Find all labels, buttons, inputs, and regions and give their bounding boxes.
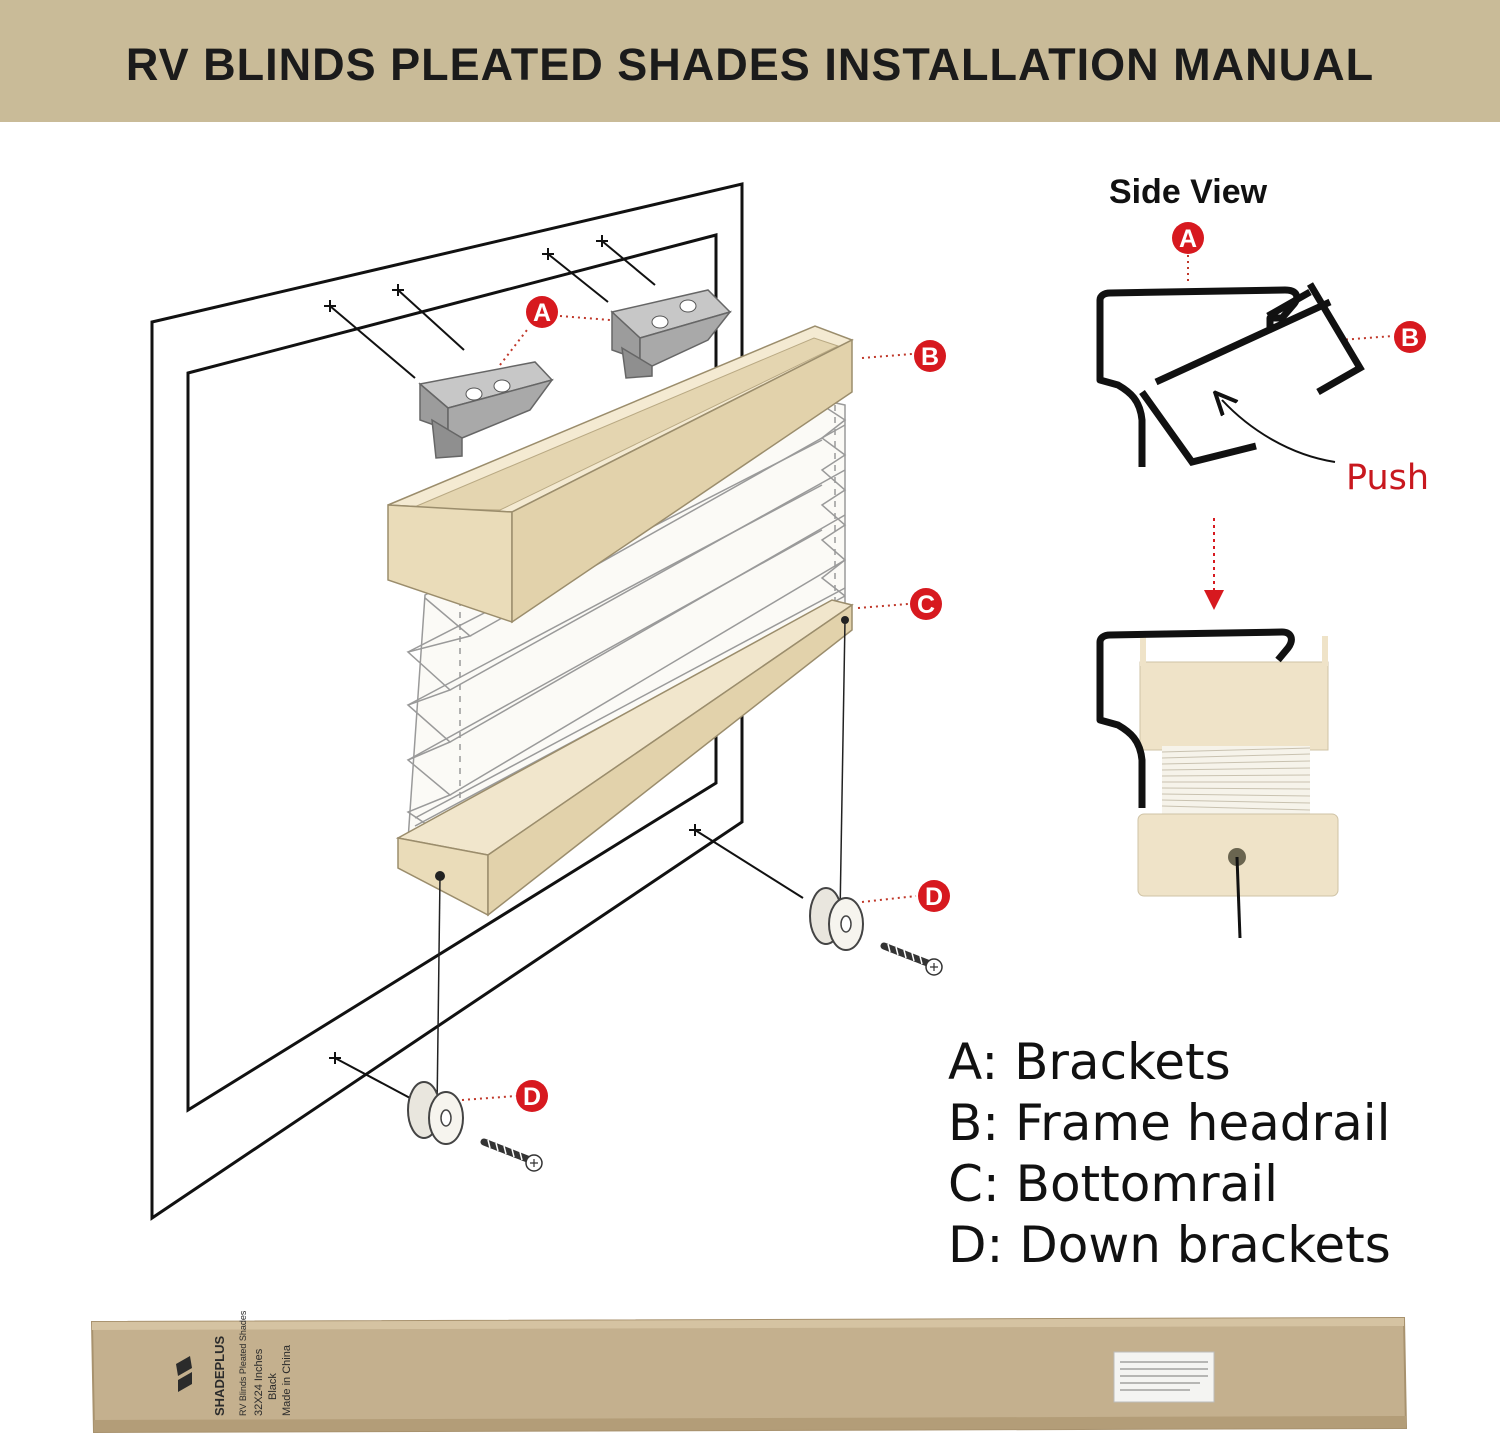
box-product: RV Blinds Pleated Shades	[238, 1310, 248, 1416]
down-bracket-right	[809, 887, 864, 951]
legend-item-down-brackets: D: Down brackets	[948, 1216, 1391, 1274]
header-banner	[0, 0, 1500, 122]
screw-left	[480, 1138, 543, 1172]
box-brand: SHADEPLUS	[212, 1335, 227, 1416]
badge-d-left: D	[516, 1080, 548, 1112]
svg-text:B: B	[921, 343, 939, 371]
svg-text:A: A	[1179, 225, 1197, 253]
svg-text:D: D	[925, 883, 943, 911]
badge-d-right: D	[918, 880, 950, 912]
legend: A: Brackets B: Frame headrail C: Bottomr…	[948, 1032, 1468, 1276]
box-label-text-lines	[1120, 1361, 1208, 1391]
legend-item-bottomrail: C: Bottomrail	[948, 1155, 1279, 1213]
bottomrail	[395, 599, 854, 917]
push-arrow	[1222, 400, 1336, 463]
side-view-title: Side View	[1109, 173, 1268, 211]
push-label: Push	[1346, 458, 1429, 498]
badge-b-side: B	[1394, 321, 1426, 353]
brand-logo-icon	[176, 1356, 192, 1392]
badge-b-main: B	[914, 340, 946, 372]
bracket-left	[418, 361, 554, 459]
badge-a-side: A	[1172, 222, 1204, 254]
side-view-bracket-bottom	[1096, 628, 1295, 808]
screw-hole-marks	[324, 235, 701, 1064]
svg-text:B: B	[1401, 324, 1419, 352]
box-origin: Made in China	[281, 1344, 293, 1416]
cords	[436, 619, 846, 1111]
screw-guide-lines	[329, 240, 804, 1099]
legend-item-frame-headrail: B: Frame headrail	[948, 1094, 1391, 1152]
svg-text:C: C	[917, 591, 935, 619]
side-view-installed	[1137, 636, 1339, 939]
leader-lines	[461, 255, 1394, 1101]
box-color: Black	[267, 1373, 279, 1400]
badge-a-main: A	[526, 296, 558, 328]
product-box: SHADEPLUS RV Blinds Pleated Shades 32X24…	[90, 1310, 1408, 1434]
down-bracket-left	[407, 1081, 464, 1145]
window-frame	[150, 182, 744, 1221]
legend-item-brackets: A: Brackets	[948, 1033, 1231, 1091]
svg-text:D: D	[523, 1083, 541, 1111]
bracket-right	[610, 289, 733, 379]
headrail	[387, 325, 854, 624]
side-view-bracket-top	[1096, 286, 1301, 467]
box-size: 32X24 Inches	[253, 1348, 265, 1416]
page-title: RV BLINDS PLEATED SHADES INSTALLATION MA…	[125, 39, 1375, 90]
side-view-headrail-tilted	[1139, 282, 1365, 466]
screw-right	[880, 942, 943, 976]
badge-c-main: C	[910, 588, 942, 620]
svg-text:A: A	[533, 299, 551, 327]
